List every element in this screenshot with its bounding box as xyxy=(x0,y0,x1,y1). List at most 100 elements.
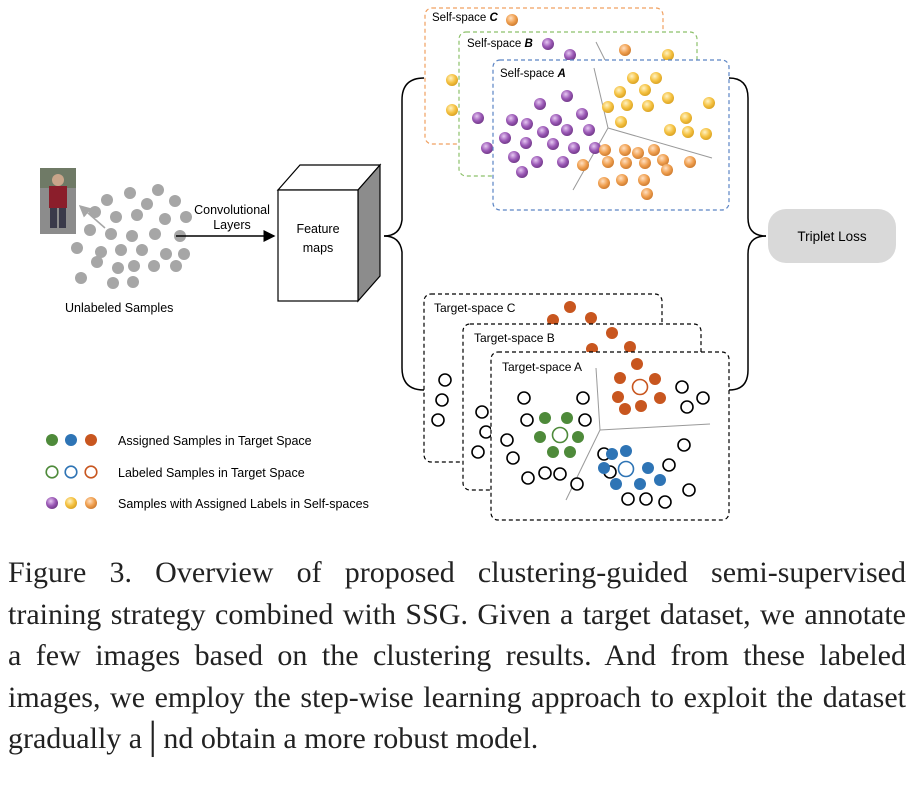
svg-text:Self-space A: Self-space A xyxy=(500,68,566,80)
legend-labeled-swatches xyxy=(45,465,98,479)
self-sample-purple xyxy=(561,124,573,136)
target-sample-assigned-orange xyxy=(635,400,647,412)
unlabeled-sample xyxy=(101,194,113,206)
self-space-b-prefix: Self-space xyxy=(467,38,525,50)
feature-maps-label-line1: Feature xyxy=(296,222,339,236)
conv-label-line1: Convolutional xyxy=(194,203,270,217)
unlabeled-sample xyxy=(127,276,139,288)
unlabeled-sample xyxy=(71,242,83,254)
unlabeled-sample xyxy=(148,260,160,272)
self-sample-purple xyxy=(557,156,569,168)
svg-text:Self-space C: Self-space C xyxy=(432,12,499,24)
bracket-to-self xyxy=(383,77,425,237)
target-space-a-label: Target-space A xyxy=(502,360,582,374)
self-sample-orange xyxy=(657,154,669,166)
self-space-a: Self-space A xyxy=(492,59,730,211)
self-sample-orange xyxy=(632,147,644,159)
self-sample-yellow xyxy=(703,97,715,109)
self-space-c-prefix: Self-space xyxy=(432,12,490,24)
target-sample-unlabeled xyxy=(639,492,653,506)
self-sample-orange xyxy=(648,144,660,156)
target-sample-assigned-orange xyxy=(631,358,643,370)
unlabeled-sample xyxy=(126,230,138,242)
target-sample-assigned-blue xyxy=(654,474,666,486)
bracket-from-self xyxy=(728,77,767,237)
unlabeled-sample xyxy=(105,228,117,240)
self-sample-yellow xyxy=(650,72,662,84)
target-sample-unlabeled xyxy=(538,466,552,480)
unlabeled-sample xyxy=(136,244,148,256)
target-sample-assigned-green xyxy=(564,446,576,458)
self-sample-orange xyxy=(641,188,653,200)
target-sample-unlabeled xyxy=(621,492,635,506)
self-sample-purple xyxy=(520,137,532,149)
target-sample-unlabeled xyxy=(570,477,584,491)
self-sample-orange xyxy=(598,177,610,189)
self-space-a-prefix: Self-space xyxy=(500,68,558,80)
self-sample-yellow xyxy=(627,72,639,84)
self-sample-purple xyxy=(499,132,511,144)
target-space-a: Target-space A xyxy=(490,351,730,521)
target-sample-unlabeled xyxy=(682,483,696,497)
target-sample-assigned-orange xyxy=(614,372,626,384)
target-sample-assigned-orange xyxy=(654,392,666,404)
unlabeled-sample xyxy=(110,211,122,223)
self-sample-yellow xyxy=(680,112,692,124)
unlabeled-sample xyxy=(128,260,140,272)
unlabeled-sample xyxy=(124,187,136,199)
triplet-loss-label: Triplet Loss xyxy=(797,229,867,244)
target-sample-unlabeled xyxy=(521,471,535,485)
self-sample-purple xyxy=(550,114,562,126)
unlabeled-sample xyxy=(160,248,172,260)
unlabeled-sample xyxy=(170,260,182,272)
self-sample-purple xyxy=(521,118,533,130)
target-sample-assigned-blue xyxy=(598,462,610,474)
figure-caption: Figure 3. Overview of proposed clusterin… xyxy=(8,556,906,755)
triplet-loss-box xyxy=(768,209,896,263)
unlabeled-sample xyxy=(131,209,143,221)
target-sample-assigned-orange xyxy=(612,391,624,403)
target-sample-assigned-green xyxy=(534,431,546,443)
target-sample-assigned-green xyxy=(561,412,573,424)
target-space-a-samples xyxy=(500,358,710,509)
conv-label-line2: Layers xyxy=(213,218,251,232)
self-sample-purple xyxy=(583,124,595,136)
target-sample-unlabeled xyxy=(506,451,520,465)
target-sample-unlabeled xyxy=(553,467,567,481)
target-sample-unlabeled xyxy=(680,400,694,414)
self-sample-purple xyxy=(568,142,580,154)
unlabeled-sample xyxy=(75,272,87,284)
unlabeled-sample xyxy=(84,224,96,236)
self-sample-orange xyxy=(602,156,614,168)
target-sample-unlabeled xyxy=(662,458,676,472)
self-sample-purple xyxy=(531,156,543,168)
self-sample-yellow xyxy=(639,84,651,96)
self-sample-yellow xyxy=(682,126,694,138)
legend-assigned-label: Assigned Samples in Target Space xyxy=(118,434,312,448)
target-sample-unlabeled xyxy=(517,391,531,405)
unlabeled-sample xyxy=(115,244,127,256)
unlabeled-sample xyxy=(149,228,161,240)
target-sample-labeled-green xyxy=(551,426,569,444)
self-sample-purple xyxy=(589,142,601,154)
unlabeled-sample xyxy=(141,198,153,210)
bracket-from-target xyxy=(728,235,767,391)
legend-labeled-label: Labeled Samples in Target Space xyxy=(118,466,305,480)
target-sample-assigned-blue xyxy=(610,478,622,490)
target-sample-unlabeled xyxy=(576,391,590,405)
self-sample-purple xyxy=(508,151,520,163)
unlabeled-sample xyxy=(89,206,101,218)
self-sample-yellow xyxy=(602,101,614,113)
unlabeled-sample xyxy=(180,211,192,223)
target-sample-unlabeled xyxy=(578,413,592,427)
target-sample-unlabeled xyxy=(675,380,689,394)
self-space-a-samples xyxy=(499,72,715,200)
legend-assigned-swatches xyxy=(46,434,97,446)
self-sample-yellow xyxy=(664,124,676,136)
target-sample-labeled-orange xyxy=(631,378,649,396)
unlabeled-sample xyxy=(178,248,190,260)
legend-self-swatches xyxy=(46,497,97,509)
target-space-b-label: Target-space B xyxy=(474,331,555,345)
self-sample-yellow xyxy=(614,86,626,98)
svg-text:Self-space B: Self-space B xyxy=(467,38,533,50)
